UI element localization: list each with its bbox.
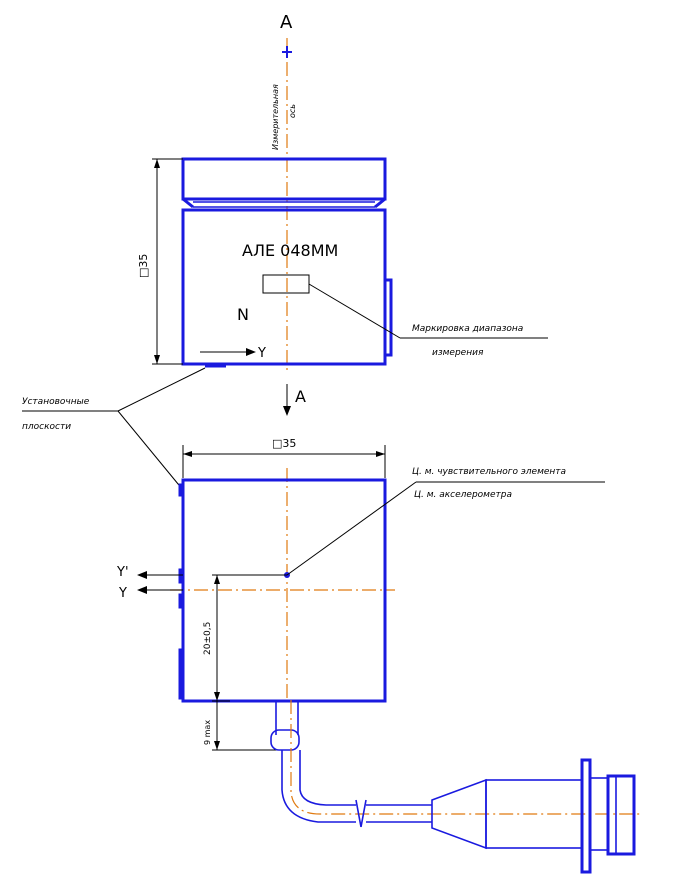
small-dimension	[212, 701, 285, 751]
y-prime-label: Y'	[116, 565, 129, 580]
dim-small: 9 max	[203, 720, 212, 745]
accelerometer-cap	[181, 157, 387, 209]
dim-offset: 20±0,5	[203, 622, 213, 655]
axis-note-line1: Измерительная	[271, 84, 280, 150]
mount-note-line1: Установочные	[22, 397, 90, 407]
connector	[431, 758, 636, 874]
accelerometer-body-top-view	[181, 208, 393, 368]
marking-note-line2: измерения	[432, 348, 484, 358]
mount-leaders	[22, 367, 206, 491]
y-arrow-bottom	[137, 586, 183, 594]
y-arrow-top	[200, 348, 256, 356]
section-label-top: А	[280, 12, 293, 33]
height-dimension	[152, 158, 183, 365]
cable	[270, 700, 640, 828]
y-label-bottom: Y	[118, 586, 127, 601]
center-note-line1: Ц. м. чувствительного элемента	[412, 467, 566, 477]
section-arrow-mid	[283, 384, 291, 416]
accelerometer-body-bottom-view	[178, 478, 387, 703]
offset-dimension	[212, 574, 287, 702]
marking-note-line1: Маркировка диапазона	[412, 324, 523, 334]
marking-leader	[308, 283, 401, 339]
mount-note-line2: плоскости	[22, 422, 71, 432]
n-label: N	[237, 305, 249, 324]
marking-box	[262, 274, 310, 294]
dim-width-bottom: □35	[272, 437, 296, 450]
dim-height-top: □35	[137, 254, 150, 278]
center-note-line2: Ц. м. акселерометра	[414, 490, 512, 500]
model-text: АЛЕ 048ММ	[242, 241, 338, 260]
width-dimension	[182, 445, 386, 478]
y-label-top: Y	[257, 346, 266, 361]
axis-arrow-icon	[282, 46, 292, 58]
center-leader	[286, 481, 417, 576]
section-label-mid: А	[295, 387, 306, 406]
y-prime-arrow	[137, 571, 183, 579]
axis-note-line2: ось	[288, 104, 297, 118]
